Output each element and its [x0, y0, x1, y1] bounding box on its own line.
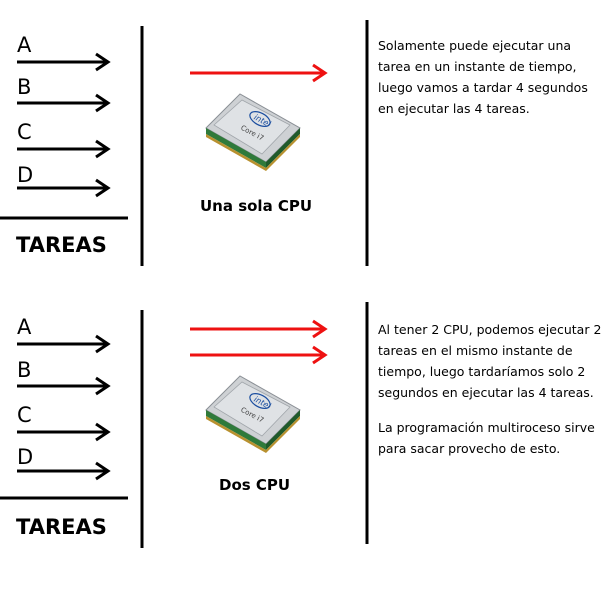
- task-arrow-c: [17, 422, 111, 442]
- tareas-heading: TAREAS: [16, 233, 107, 257]
- panel-single-cpu: intel Core i7 A B C D TAREAS Una sola CP…: [0, 0, 608, 290]
- description: Al tener 2 CPU, podemos ejecutar 2 tarea…: [378, 319, 606, 473]
- task-label-a: A: [17, 315, 32, 339]
- cpu-caption: Una sola CPU: [200, 197, 313, 215]
- task-label-b: B: [17, 75, 32, 99]
- panel-dual-cpu-graphics: intel Core i7: [0, 302, 369, 548]
- tareas-heading: TAREAS: [16, 515, 107, 539]
- cpu-arrow-1: [190, 63, 328, 83]
- description-paragraph: Solamente puede ejecutar una tarea en un…: [378, 38, 588, 116]
- task-label-c: C: [17, 403, 32, 427]
- intel-core-i7-cpu-icon: intel Core i7: [205, 375, 301, 453]
- cpu-caption: Dos CPU: [219, 476, 291, 494]
- cpu-arrow-2: [190, 345, 328, 365]
- task-arrow-b: [17, 376, 111, 396]
- task-arrow-a: [17, 52, 111, 72]
- intel-core-i7-cpu-icon: intel Core i7: [205, 93, 301, 171]
- task-label-b: B: [17, 358, 32, 382]
- task-arrow-d: [17, 461, 111, 481]
- cpu-arrow-1: [190, 319, 328, 339]
- description: Solamente puede ejecutar una tarea en un…: [378, 35, 606, 133]
- task-label-a: A: [17, 33, 32, 57]
- panel-single-cpu-graphics: intel Core i7: [0, 20, 369, 266]
- task-arrow-c: [17, 139, 111, 159]
- task-arrow-a: [17, 334, 111, 354]
- task-arrow-b: [17, 93, 111, 113]
- description-paragraph: La programación multiroceso sirve para s…: [378, 420, 595, 456]
- panel-dual-cpu: intel Core i7 A B C D TAREAS Dos CPU Al …: [0, 282, 608, 572]
- task-label-d: D: [17, 163, 34, 187]
- description-paragraph: Al tener 2 CPU, podemos ejecutar 2 tarea…: [378, 322, 602, 400]
- task-label-d: D: [17, 445, 34, 469]
- task-label-c: C: [17, 120, 32, 144]
- task-arrow-d: [17, 178, 111, 198]
